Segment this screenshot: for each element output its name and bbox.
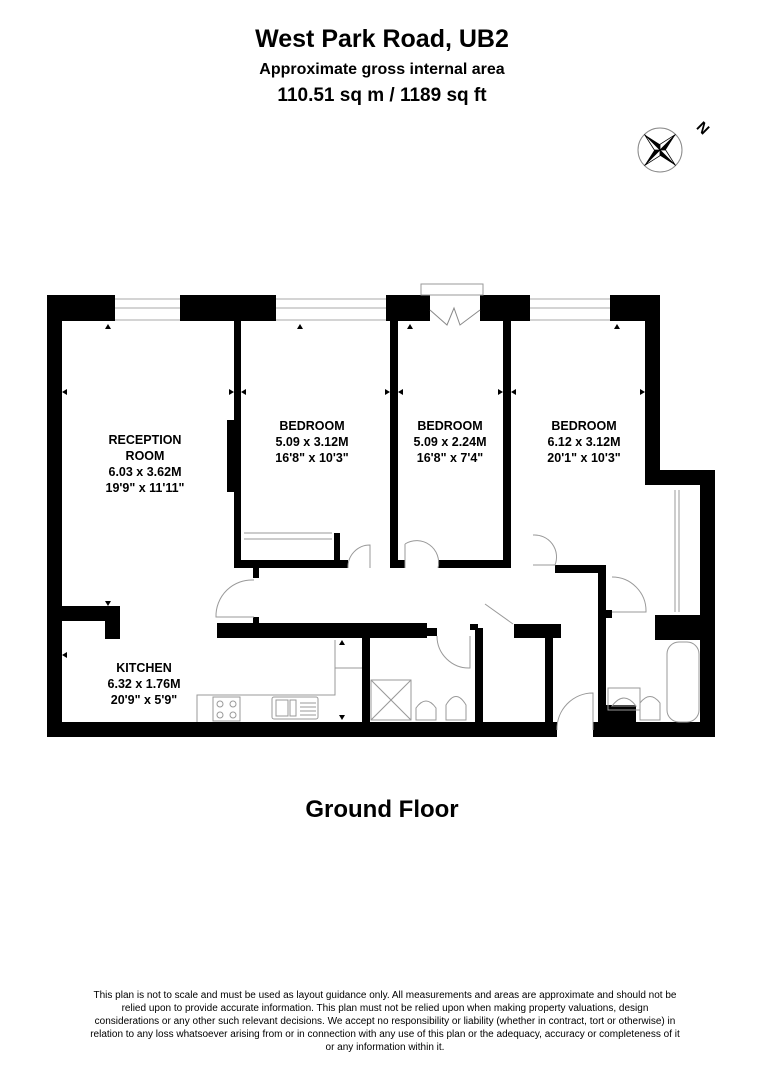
basin-icon — [415, 700, 437, 721]
room-metric: 5.09 x 3.12M — [275, 435, 349, 449]
hob-icon — [212, 696, 241, 722]
toilet-icon — [639, 696, 661, 721]
room-imperial: 19'9" x 11'11" — [105, 481, 185, 495]
room-label-bedroom-2: BEDROOM 5.09 x 2.24M 16'8" x 7'4" — [414, 418, 487, 466]
walls — [47, 295, 715, 737]
property-title: West Park Road, UB2 — [255, 25, 509, 53]
room-metric: 5.09 x 2.24M — [413, 435, 487, 449]
windows — [115, 283, 610, 326]
toilet-icon — [445, 696, 467, 721]
room-label-bedroom-1: BEDROOM 5.09 x 3.12M 16'8" x 10'3" — [275, 418, 348, 466]
fixtures — [212, 641, 700, 723]
room-name-line2: ROOM — [125, 449, 165, 463]
room-metric: 6.03 x 3.62M — [108, 465, 182, 479]
room-metric: 6.32 x 1.76M — [107, 677, 181, 691]
dimension-markers — [62, 324, 645, 720]
room-label-bedroom-3: BEDROOM 6.12 x 3.12M 20'1" x 10'3" — [547, 418, 620, 466]
room-name: BEDROOM — [417, 419, 483, 433]
floor-plan: RECEPTION ROOM 6.03 x 3.62M 19'9" x 11'1… — [47, 283, 715, 737]
room-imperial: 20'1" x 10'3" — [547, 451, 621, 465]
bath-icon — [666, 641, 700, 723]
doors — [196, 490, 680, 731]
room-label-kitchen: KITCHEN 6.32 x 1.76M 20'9" x 5'9" — [108, 660, 181, 708]
room-name: BEDROOM — [551, 419, 617, 433]
floor-plan-drawing — [47, 283, 715, 737]
kitchen-sink-icon — [271, 696, 319, 720]
gross-internal-area: 110.51 sq m / 1189 sq ft — [277, 85, 487, 106]
compass-rose-icon: N — [637, 119, 712, 173]
room-imperial: 20'9" x 5'9" — [110, 693, 178, 707]
area-subtitle: Approximate gross internal area — [259, 61, 505, 78]
room-name: KITCHEN — [116, 661, 172, 675]
room-name: BEDROOM — [279, 419, 345, 433]
compass: N — [630, 110, 720, 190]
room-metric: 6.12 x 3.12M — [547, 435, 621, 449]
room-imperial: 16'8" x 10'3" — [275, 451, 349, 465]
room-name: RECEPTION — [108, 433, 182, 447]
basin-icon — [607, 687, 641, 711]
disclaimer: This plan is not to scale and must be us… — [90, 990, 680, 1053]
room-imperial: 16'8" x 7'4" — [416, 451, 484, 465]
room-label-reception: RECEPTION ROOM 6.03 x 3.62M 19'9" x 11'1… — [106, 432, 185, 496]
shower-tray-icon — [370, 679, 412, 721]
floor-name: Ground Floor — [305, 796, 459, 823]
